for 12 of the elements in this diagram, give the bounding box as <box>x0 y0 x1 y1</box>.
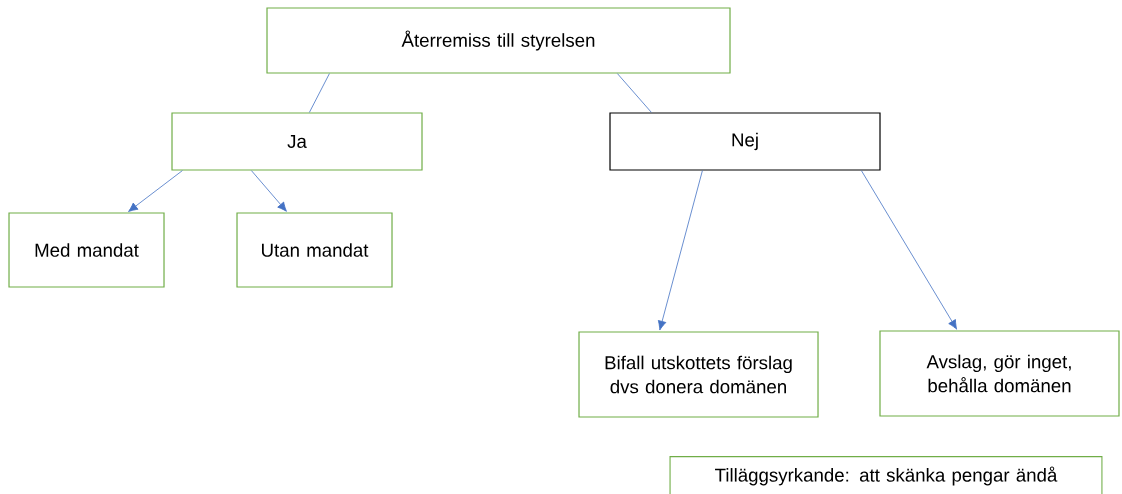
text-box: Återremiss till styrelsen <box>266 7 731 74</box>
text-box: Tilläggsyrkande: att skänka pengar ändå <box>669 456 1103 494</box>
arrow <box>251 170 287 212</box>
text-box: Bifall utskottets förslag dvs donera domänen <box>578 331 819 418</box>
text-box: Ja <box>171 112 423 171</box>
text-box: Nej <box>609 112 881 171</box>
arrow <box>128 170 183 212</box>
arrow <box>861 170 958 330</box>
text-box: Avslag, gör inget, behålla domänen <box>879 330 1120 417</box>
text-box: Med mandat <box>8 212 165 288</box>
arrow <box>657 170 703 331</box>
text-box: Utan mandat <box>236 212 393 288</box>
